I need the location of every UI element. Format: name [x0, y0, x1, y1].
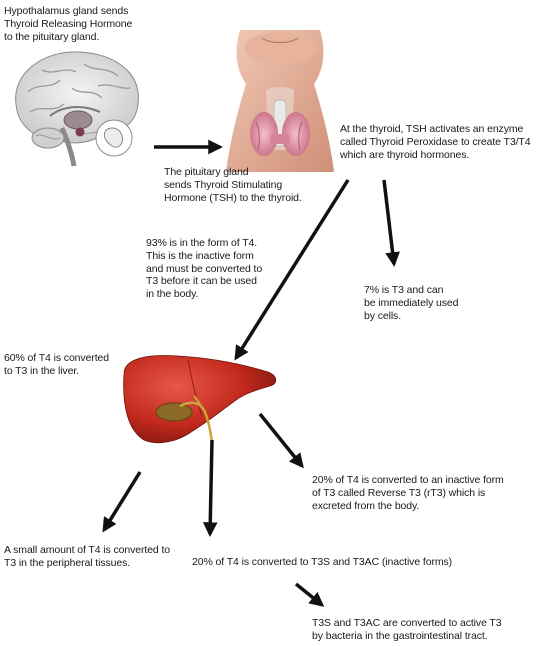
neck-thyroid-illustration [226, 30, 334, 172]
label-t4-93-percent: 93% is in the form of T4. This is the in… [146, 237, 263, 301]
brain-illustration [15, 51, 139, 167]
label-peripheral-tissues: A small amount of T4 is converted to T3 … [4, 544, 171, 569]
arrow-thyroid-to-t3 [382, 179, 400, 267]
label-pituitary: The pituitary gland sends Thyroid Stimul… [164, 166, 302, 204]
arrow-liver-to-peripheral [102, 471, 142, 533]
label-thyroid: At the thyroid, TSH activates an enzyme … [340, 123, 531, 161]
label-reverse-t3: 20% of T4 is converted to an inactive fo… [312, 474, 504, 512]
arrow-liver-to-rt3 [258, 412, 304, 469]
liver-illustration [123, 355, 277, 444]
arrow-liver-to-t3s [202, 439, 218, 537]
label-liver-conversion: 60% of T4 is converted to T3 in the live… [4, 352, 109, 377]
label-t3-7-percent: 7% is T3 and can be immediately used by … [364, 284, 459, 322]
arrow-thyroid-to-liver [234, 179, 350, 361]
label-gastrointestinal: T3S and T3AC are converted to active T3 … [312, 617, 502, 642]
label-t3s-t3ac: 20% of T4 is converted to T3S and T3AC (… [192, 556, 453, 568]
label-hypothalamus: Hypothalamus gland sends Thyroid Releasi… [4, 5, 133, 43]
arrow-t3s-to-gut [294, 582, 325, 607]
